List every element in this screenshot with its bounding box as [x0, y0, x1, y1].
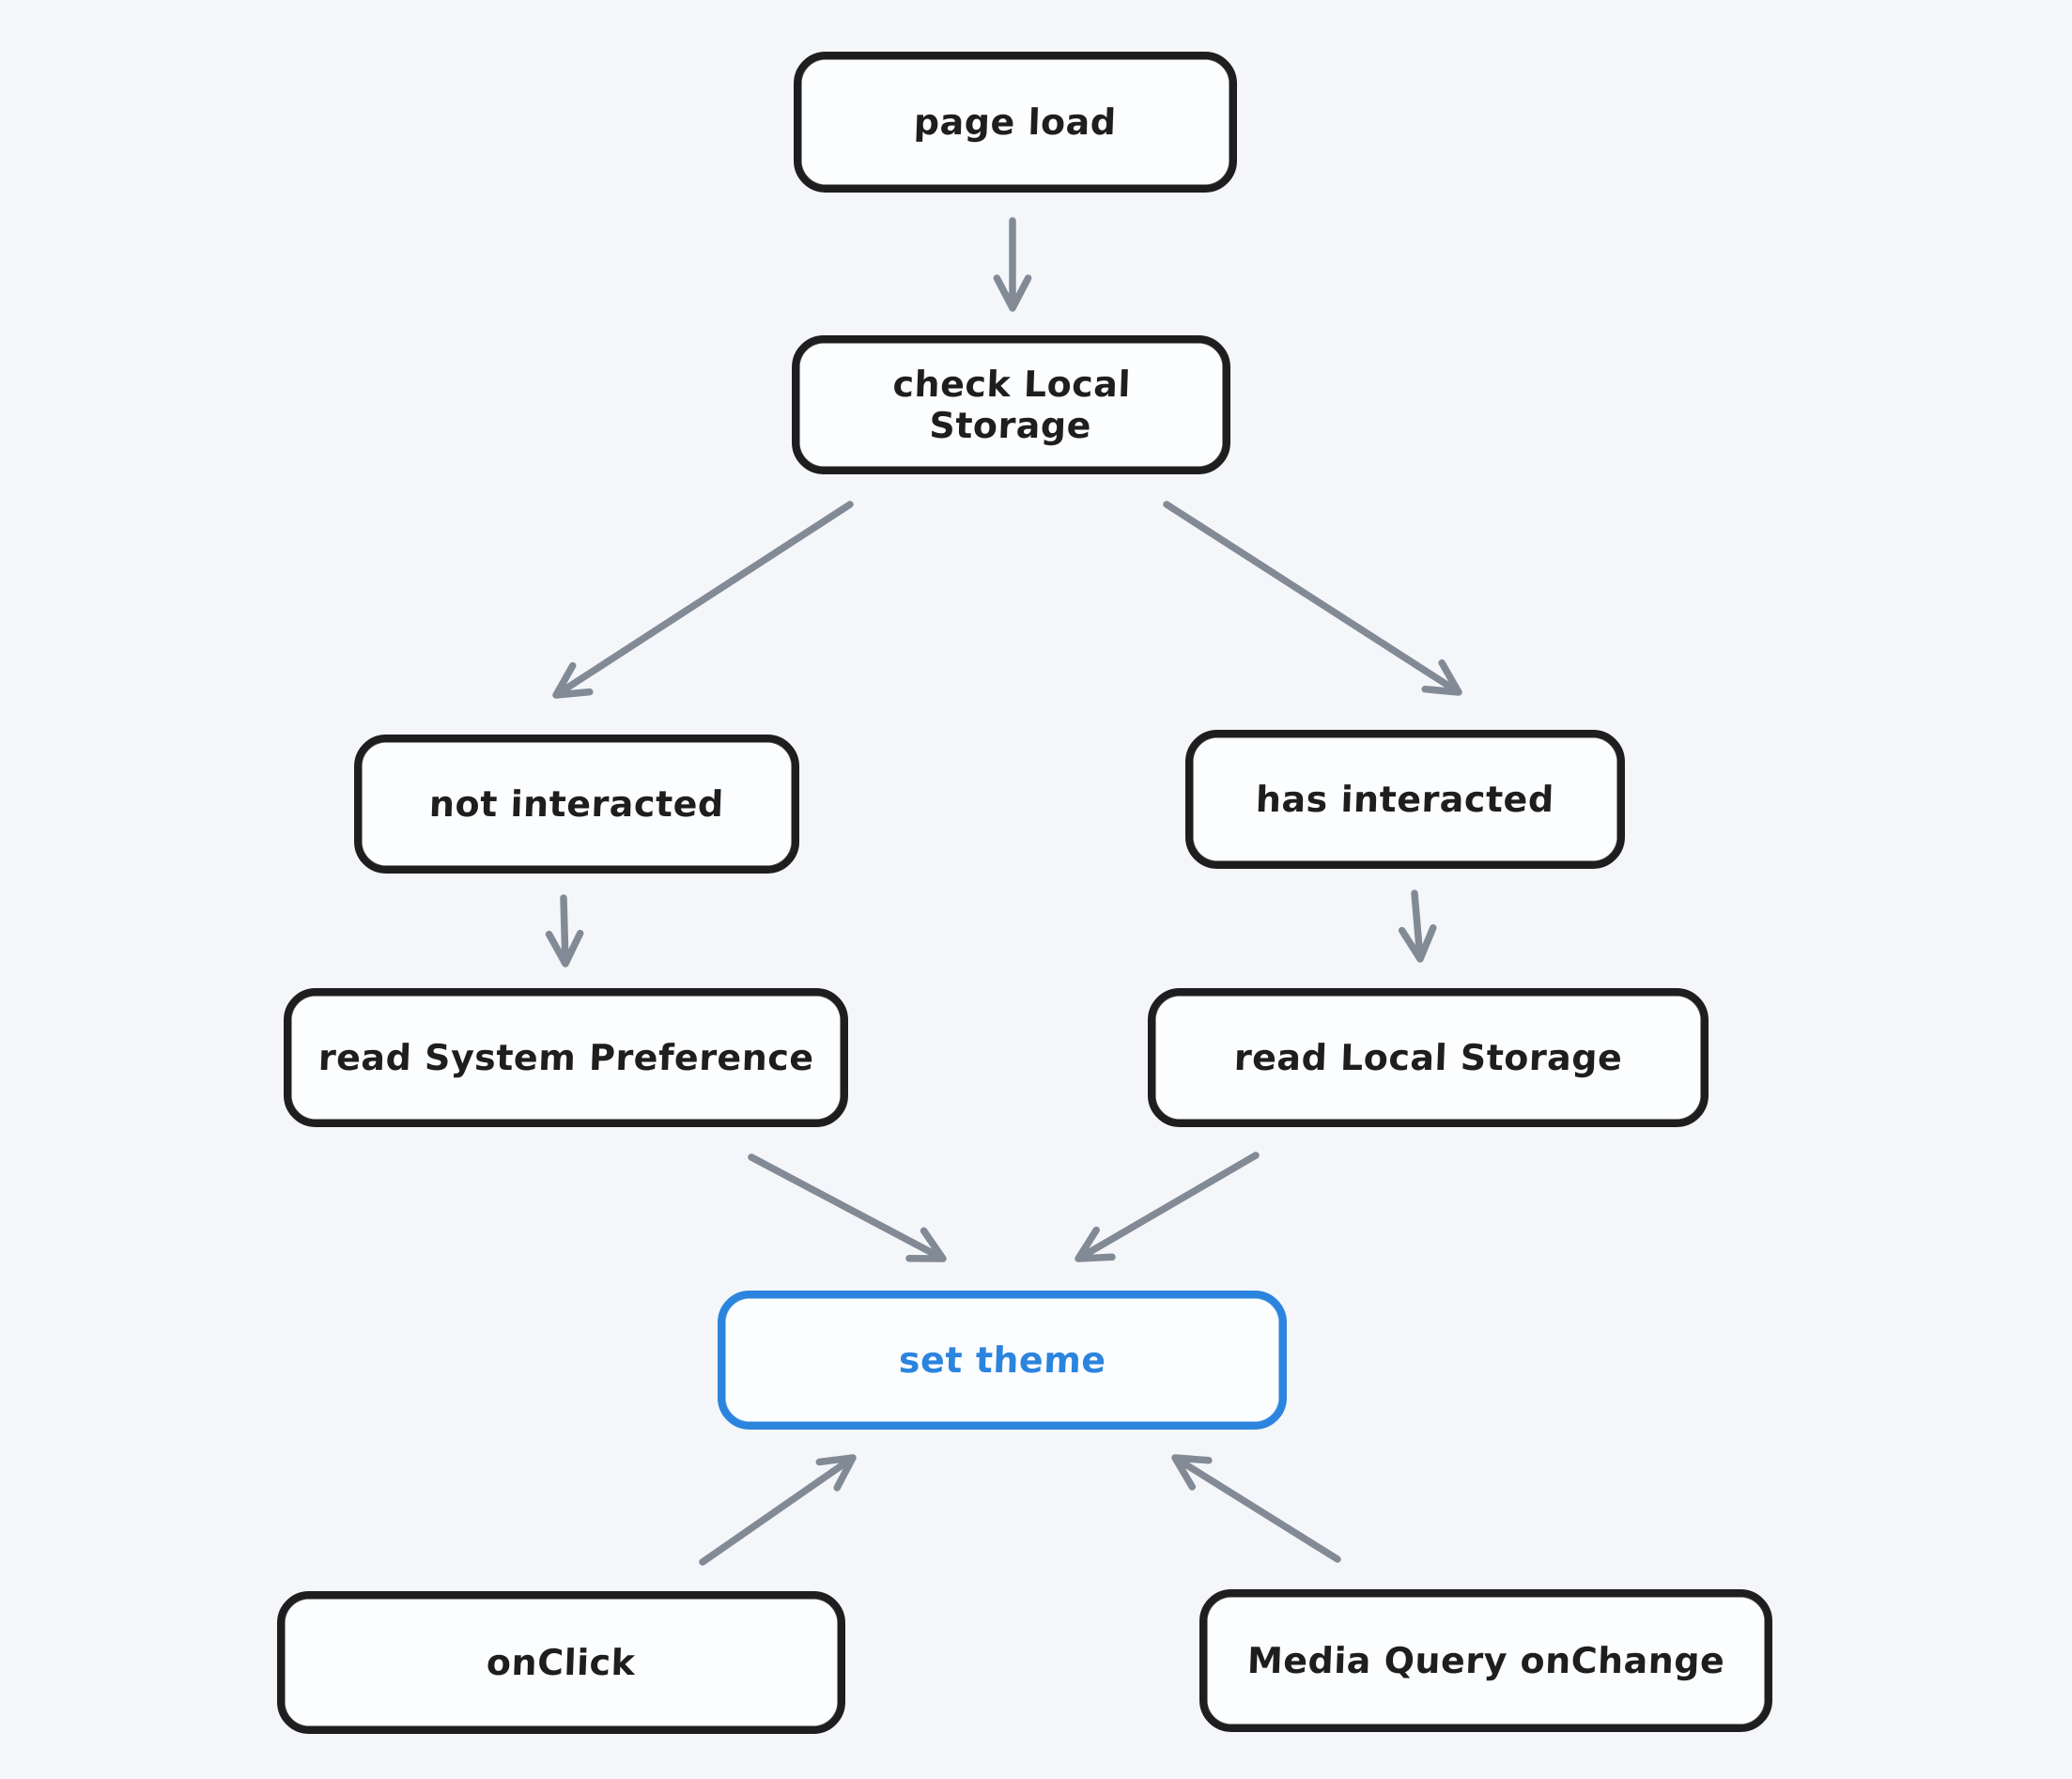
arrow-has-interacted-to-read-local-storage [1398, 890, 1437, 963]
arrow-page-load-to-check-local-storage [993, 217, 1032, 312]
node-check-local-storage: check Local Storage [792, 335, 1230, 474]
arrow-media-query-onchange-to-set-theme [1171, 1454, 1341, 1563]
node-label-set-theme: set theme [897, 1339, 1107, 1381]
node-label-page-load: page load [913, 101, 1118, 143]
node-read-local-storage: read Local Storage [1148, 988, 1709, 1127]
node-page-load: page load [794, 52, 1237, 193]
arrow-read-system-preference-to-set-theme [748, 1153, 947, 1262]
arrow-not-interacted-to-read-system-preference [545, 894, 584, 967]
node-media-query-onchange: Media Query onChange [1199, 1589, 1772, 1732]
node-onclick: onClick [277, 1591, 845, 1734]
node-label-read-system-preference: read System Preference [317, 1037, 815, 1078]
node-set-theme: set theme [718, 1291, 1287, 1430]
node-has-interacted: has interacted [1185, 730, 1625, 869]
node-label-read-local-storage: read Local Storage [1233, 1037, 1623, 1078]
node-label-onclick: onClick [486, 1642, 637, 1683]
arrow-check-local-storage-to-has-interacted [1163, 501, 1462, 696]
node-label-media-query-onchange: Media Query onChange [1246, 1640, 1725, 1681]
arrow-onclick-to-set-theme [699, 1454, 857, 1566]
arrow-read-local-storage-to-set-theme [1075, 1152, 1260, 1262]
node-label-check-local-storage: check Local Storage [891, 364, 1132, 446]
node-label-has-interacted: has interacted [1255, 779, 1555, 820]
node-read-system-preference: read System Preference [284, 988, 848, 1127]
node-not-interacted: not interacted [354, 735, 799, 874]
arrow-check-local-storage-to-not-interacted [552, 501, 854, 699]
node-label-not-interacted: not interacted [428, 783, 725, 825]
